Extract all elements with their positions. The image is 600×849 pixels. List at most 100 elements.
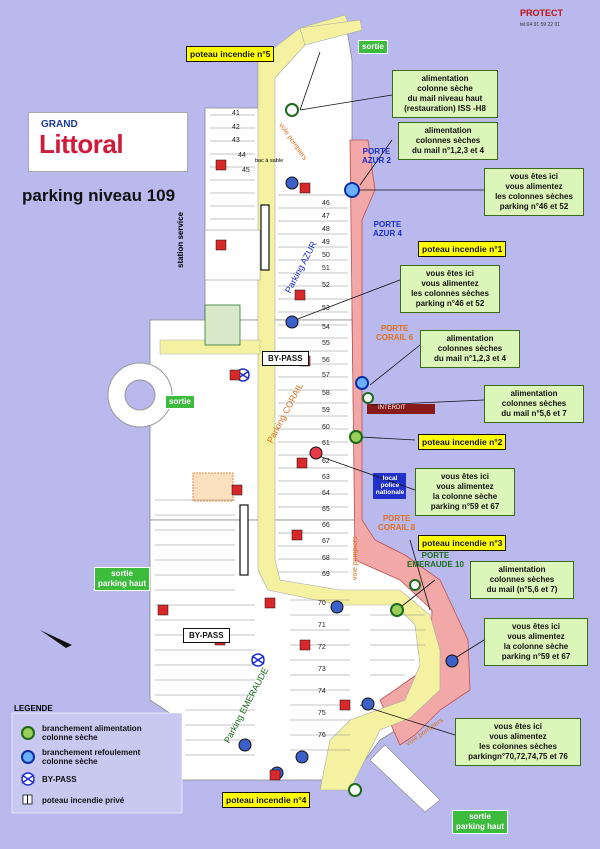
row-number: 63 [322, 474, 330, 481]
row-number: 44 [238, 152, 246, 159]
row-number: 75 [318, 710, 326, 717]
marker-52-alim [285, 315, 299, 329]
row-number: 53 [322, 305, 330, 312]
row-number: 72 [318, 644, 326, 651]
row-number: 48 [322, 226, 330, 233]
row-number: 69 [322, 571, 330, 578]
row-number: 41 [232, 110, 240, 117]
mall-area [349, 139, 471, 746]
row-number: 50 [322, 252, 330, 259]
protect-brand: PROTECT [520, 8, 564, 18]
logo-main-text: Littoral [39, 129, 124, 159]
legend-title: LEGENDE [14, 704, 53, 713]
row-number: 42 [232, 124, 240, 131]
label-station-service: station service [176, 211, 185, 268]
legend-box [11, 712, 183, 814]
grand-littoral-logo: GRAND Littoral [28, 112, 188, 172]
row-number: 57 [322, 372, 330, 379]
row-number: 43 [232, 137, 240, 144]
road-bottom-exit [369, 744, 441, 813]
row-number: 49 [322, 239, 330, 246]
poteau-2-label: poteau incendie n°2 [418, 434, 507, 450]
row-number: 76 [318, 732, 326, 739]
marker-mail-567 [362, 392, 374, 404]
row-number: 61 [322, 440, 330, 447]
row-number: 64 [322, 490, 330, 497]
row-number: 65 [322, 506, 330, 513]
row-number: 68 [322, 555, 330, 562]
shop-block [204, 304, 241, 346]
marker-55 [355, 376, 369, 390]
row-number: 67 [322, 538, 330, 545]
marker-70 [445, 654, 459, 668]
row-number: 56 [322, 357, 330, 364]
road-top [299, 19, 363, 46]
marker-75 [295, 750, 309, 764]
marker-74 [238, 738, 252, 752]
page-title: parking niveau 109 [22, 186, 176, 205]
poteau-5-label: poteau incendie n°5 [186, 46, 275, 62]
row-number: 58 [322, 390, 330, 397]
marker-emeraude [409, 579, 421, 591]
north-arrow [40, 630, 72, 648]
legend-poteau-prive: poteau incendie privé [42, 796, 125, 805]
exit-sortie-top: sortie [358, 40, 388, 54]
row-number: 71 [318, 622, 326, 629]
marker-67 [330, 600, 344, 614]
marker-57 [390, 603, 404, 617]
row-number: 60 [322, 424, 330, 431]
row-number: 47 [322, 213, 330, 220]
interdit-box [367, 404, 435, 414]
exit-sortie-left: sortie [165, 395, 195, 409]
row-number: 46 [322, 200, 330, 207]
row-number: 66 [322, 522, 330, 529]
marker-72 [361, 697, 375, 711]
row-number: 54 [322, 324, 330, 331]
poteau-1-label: poteau incendie n°1 [418, 241, 507, 257]
row-number: 52 [322, 282, 330, 289]
marker-58 [349, 430, 363, 444]
marker-p4 [348, 783, 362, 797]
row-number: 70 [318, 600, 326, 607]
protect-phone: tel:04 91 59 22 01 [520, 22, 561, 28]
bypass-label-bottom: BY-PASS [183, 628, 230, 643]
row-number: 62 [322, 458, 330, 465]
row-number: 74 [318, 688, 326, 695]
row-number: 45 [242, 167, 250, 174]
label-voie-pompiers-2: voie pompiers [352, 536, 359, 580]
row-number: 51 [322, 265, 330, 272]
row-number: 59 [322, 407, 330, 414]
marker-59 [309, 446, 323, 460]
station-service-area [204, 229, 261, 281]
logo-top-text: GRAND [41, 119, 78, 130]
bypass-label-top: BY-PASS [262, 351, 309, 366]
legend-bypass: BY-PASS [42, 775, 77, 784]
poteau-3-label: poteau incendie n°3 [418, 535, 507, 551]
row-number: 73 [318, 666, 326, 673]
label-bac-a-sable-1: bac à sable [255, 158, 284, 164]
marker-46-alim [285, 176, 299, 190]
marker-mail-haut [285, 103, 299, 117]
poteau-4-label: poteau incendie n°4 [222, 792, 311, 808]
